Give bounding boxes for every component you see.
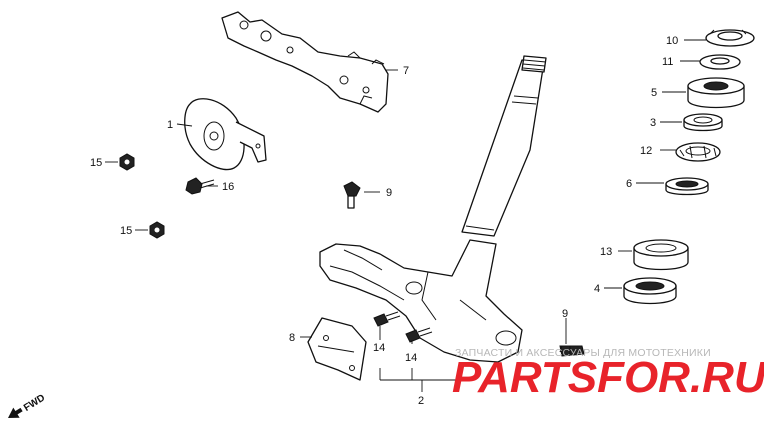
callout-14-right: 14 bbox=[405, 352, 417, 364]
horn-part-1 bbox=[184, 98, 267, 171]
bearing-part-4 bbox=[623, 277, 677, 305]
watermark: ЗАПЧАСТИ И АКСЕССУАРЫ ДЛЯ МОТОТЕХНИКИ PA… bbox=[452, 347, 764, 402]
bearing-race-part-13 bbox=[633, 239, 689, 271]
callout-1: 1 bbox=[167, 119, 173, 131]
callout-12: 12 bbox=[640, 145, 652, 157]
callout-labels: 1 15 15 16 9 7 8 14 14 2 9 10 11 5 3 12 … bbox=[90, 35, 678, 407]
bolt-part-14-right bbox=[405, 327, 433, 343]
ball-bearing-part-12 bbox=[675, 142, 721, 162]
nut-part-15-lower bbox=[149, 221, 165, 239]
callout-15-lower: 15 bbox=[120, 225, 132, 237]
callout-2: 2 bbox=[418, 395, 424, 407]
arrow-icon bbox=[8, 407, 23, 418]
steering-stem-part-2 bbox=[319, 55, 547, 363]
fwd-label: FWD bbox=[22, 392, 47, 413]
plate-part-8 bbox=[307, 317, 367, 381]
nut-part-15-upper bbox=[119, 153, 135, 171]
bolt-part-9-upper bbox=[343, 181, 361, 209]
leader-lines bbox=[105, 39, 706, 392]
callout-9-lower: 9 bbox=[562, 308, 568, 320]
callout-14-left: 14 bbox=[373, 342, 385, 354]
callout-15-upper: 15 bbox=[90, 157, 102, 169]
callout-9-upper: 9 bbox=[386, 187, 392, 199]
callout-8: 8 bbox=[289, 332, 295, 344]
callout-10: 10 bbox=[666, 35, 678, 47]
dust-seal-part-6 bbox=[665, 177, 709, 196]
callout-3: 3 bbox=[650, 117, 656, 129]
watermark-brand-parts: PARTS bbox=[452, 353, 597, 402]
bolt-part-14-left bbox=[373, 311, 401, 327]
callout-16: 16 bbox=[222, 181, 234, 193]
callout-13: 13 bbox=[600, 246, 612, 258]
svg-text:PARTSFOR.RU: PARTSFOR.RU bbox=[452, 353, 764, 402]
adjusting-nut-part-5 bbox=[687, 77, 745, 109]
bracket-plate-part-7 bbox=[221, 11, 389, 113]
callout-6: 6 bbox=[626, 178, 632, 190]
bearing-race-part-3 bbox=[683, 113, 723, 132]
watermark-tagline: ЗАПЧАСТИ И АКСЕССУАРЫ ДЛЯ МОТОТЕХНИКИ bbox=[455, 347, 711, 359]
locknut-part-10 bbox=[705, 29, 755, 47]
lockwasher-part-11 bbox=[699, 54, 741, 70]
callout-7: 7 bbox=[403, 65, 409, 77]
forward-direction-indicator: FWD bbox=[8, 392, 47, 418]
watermark-brand-for: FOR bbox=[597, 353, 690, 402]
callout-4: 4 bbox=[594, 283, 600, 295]
callout-11: 11 bbox=[662, 56, 673, 68]
watermark-brand-ru: .RU bbox=[690, 353, 764, 402]
bolt-part-9-lower bbox=[559, 345, 585, 357]
callout-5: 5 bbox=[651, 87, 657, 99]
